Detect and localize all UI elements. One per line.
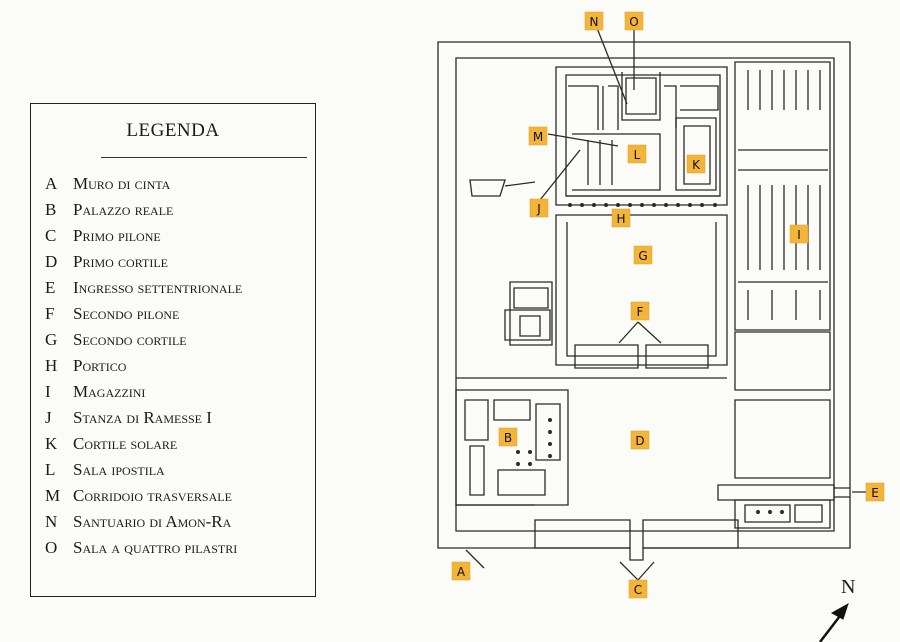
plan-label-d: D [630,430,650,450]
legend-item: I Magazzini [45,382,145,406]
legend-item-letter: O [45,538,58,557]
north-entrance [717,484,835,501]
legend-item-letter: H [45,356,58,375]
legend-item-letter: G [45,330,58,349]
legend-item-letter: F [45,304,55,323]
legend-title: LEGENDA [126,120,220,141]
legend-item: K Cortile solare [45,434,177,458]
legend-item-letter: N [45,512,58,531]
legend-item: N Santuario di Amon-Ra [45,512,231,536]
legend-item: D Primo cortile [45,252,168,276]
legend-item-letter: E [45,278,56,297]
legend-item-letter: D [45,252,58,271]
second-court [555,214,728,366]
legend-item-text: Primo pilone [73,226,161,245]
plan-label-h: H [611,208,631,228]
legend-item: M Corridoio trasversale [45,486,232,510]
svg-text:D: D [635,434,644,448]
plan-label-b: B [498,427,518,447]
legend-item-letter: J [45,408,52,427]
legend-item: J Stanza di Ramesse I [45,408,212,432]
plan-label-f: F [630,301,650,321]
legend-divider [101,157,307,158]
plan-label-o: O [624,11,644,31]
svg-text:E: E [871,486,879,500]
north-arrow-icon [819,602,849,642]
royal-palace [455,389,569,506]
enclosure-wall-inner [455,57,835,532]
svg-text:L: L [634,148,641,162]
legend-item-letter: B [45,200,57,219]
legend-item: G Secondo cortile [45,330,187,354]
legend-item-letter: M [45,486,61,505]
legend-item-text: Palazzo reale [73,200,174,219]
ramesses-room [469,179,536,197]
legend-item-text: Sala a quattro pilastri [73,538,238,557]
legend-item-text: Stanza di Ramesse I [73,408,212,427]
legend-item: C Primo pilone [45,226,161,250]
svg-text:O: O [629,15,638,29]
legend-item-text: Portico [73,356,127,375]
svg-text:F: F [637,305,644,319]
legend-item-letter: C [45,226,57,245]
legend-item-text: Secondo cortile [73,330,187,349]
legend-item-letter: L [45,460,56,479]
legend-item-text: Sala ipostila [73,460,165,479]
svg-text:K: K [692,158,701,172]
legend-item: E Ingresso settentrionale [45,278,242,302]
plan-label-i: I [789,224,809,244]
legend-item-letter: A [45,174,58,193]
legend-item: L Sala ipostila [45,460,165,484]
legend-item: O Sala a quattro pilastri [45,538,237,562]
sanctuary-block [555,66,728,206]
legend-item-text: Ingresso settentrionale [73,278,243,297]
legend-item: H Portico [45,356,126,380]
first-pylon [534,519,739,549]
svg-text:M: M [533,130,543,144]
svg-text:N: N [590,15,599,29]
legend-item: F Secondo pilone [45,304,179,328]
plan-label-e: E [865,482,885,502]
svg-text:G: G [638,249,647,263]
svg-text:C: C [634,583,642,597]
enclosure-wall-outer [437,41,851,561]
legend-item-text: Magazzini [73,382,146,401]
plan-label-l: L [627,144,647,164]
legend-item: A Muro di cinta [45,174,170,198]
plan-label-j: J [529,198,549,218]
legend-item-text: Primo cortile [73,252,168,271]
legend-item-text: Cortile solare [73,434,178,453]
compass-north-label: N [841,576,856,598]
svg-text:B: B [504,431,512,445]
magazines [734,61,831,331]
legend-item: B Palazzo reale [45,200,173,224]
legend-item-text: Corridoio trasversale [73,486,232,505]
legend-item-letter: I [45,382,51,401]
plan-label-m: M [528,126,548,146]
svg-text:A: A [457,565,466,579]
legend-item-text: Santuario di Amon-Ra [73,512,232,531]
plan-label-k: K [686,154,706,174]
svg-text:I: I [797,228,801,242]
plan-label-n: N [584,11,604,31]
second-pylon [574,344,709,369]
legend-item-letter: K [45,434,58,453]
legend-item-text: Muro di cinta [73,174,171,193]
svg-text:J: J [536,202,541,216]
plan-label-g: G [633,245,653,265]
plan-label-c: C [628,579,648,599]
plan-label-a: A [451,561,471,581]
legend-item-text: Secondo pilone [73,304,180,323]
svg-text:H: H [616,212,625,226]
